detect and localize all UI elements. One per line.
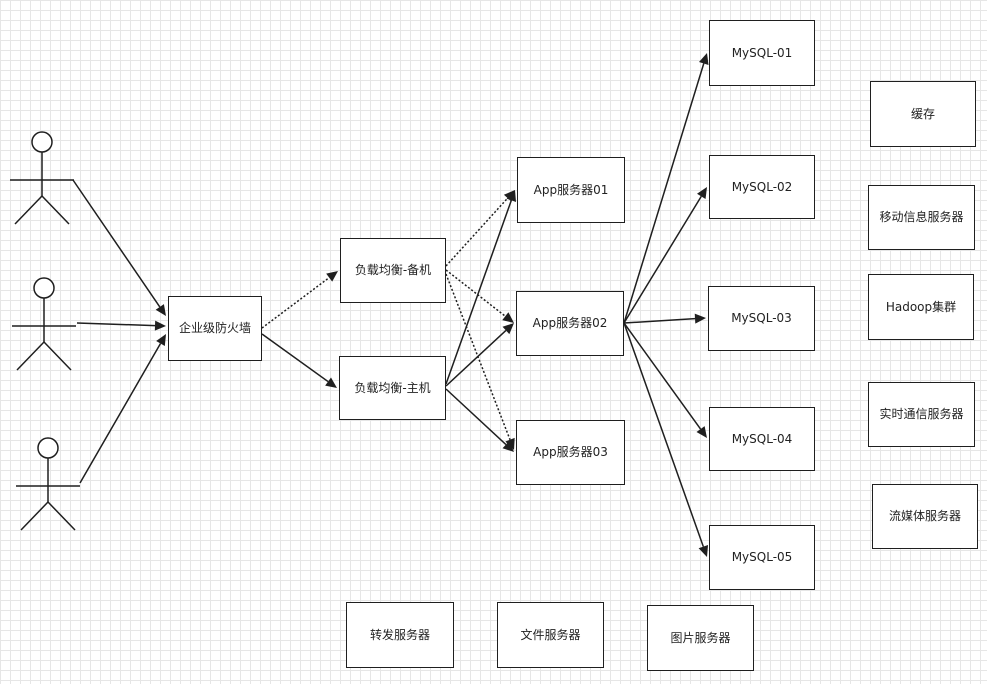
image-server-node[interactable]: 图片服务器 [647, 605, 754, 671]
realtime-comm-server-node[interactable]: 实时通信服务器 [868, 382, 975, 447]
connector-app02-to-mysql03 [623, 313, 706, 324]
app-server-02-label: App服务器02 [532, 316, 608, 331]
connector-lb_main-to-app01 [445, 190, 517, 385]
mysql-03-label: MySQL-03 [731, 311, 792, 326]
arrowhead-icon [156, 334, 166, 347]
mysql-05-label: MySQL-05 [731, 550, 793, 565]
connector-firewall-to-lb_main [261, 333, 337, 388]
arrowhead-icon [325, 377, 337, 388]
image-server-label: 图片服务器 [670, 630, 731, 645]
connector-lb_backup-to-app02 [445, 269, 514, 323]
firewall-node[interactable]: 企业级防火墙 [168, 296, 262, 361]
mobile-message-server-node[interactable]: 移动信息服务器 [868, 185, 975, 250]
arrowhead-icon [502, 440, 514, 452]
mysql-02-node[interactable]: MySQL-02 [709, 155, 815, 219]
arrowhead-icon [698, 544, 709, 557]
app-server-03-label: App服务器03 [533, 445, 608, 460]
connector-user-1-to-firewall [72, 179, 166, 316]
arrowhead-icon [506, 190, 517, 203]
mysql-03-node[interactable]: MySQL-03 [708, 286, 815, 351]
connector-firewall-to-lb_backup [261, 271, 338, 329]
arrowhead-icon [694, 313, 706, 324]
app-server-02-node[interactable]: App服务器02 [516, 291, 624, 356]
stick-figure-icon [16, 437, 80, 531]
firewall-label: 企业级防火墙 [178, 321, 251, 336]
forward-server-node[interactable]: 转发服务器 [346, 602, 454, 668]
load-balancer-backup-node[interactable]: 负载均衡-备机 [340, 238, 446, 303]
connector-user-3-to-firewall [79, 334, 166, 484]
connector-app02-to-mysql04 [623, 322, 707, 438]
hadoop-cluster-label: Hadoop集群 [885, 299, 957, 314]
arrowhead-icon [696, 426, 707, 438]
file-server-label: 文件服务器 [520, 627, 581, 642]
cache-label: 缓存 [910, 106, 935, 121]
mysql-01-node[interactable]: MySQL-01 [709, 20, 815, 86]
mysql-04-node[interactable]: MySQL-04 [709, 407, 815, 471]
streaming-server-label: 流媒体服务器 [888, 509, 961, 524]
stick-figure-icon [12, 277, 76, 371]
app-server-03-node[interactable]: App服务器03 [516, 420, 625, 485]
arrowhead-icon [155, 304, 166, 316]
load-balancer-main-node[interactable]: 负载均衡-主机 [339, 356, 446, 420]
app-server-01-node[interactable]: App服务器01 [517, 157, 625, 223]
arrowhead-icon [502, 323, 514, 335]
cache-node[interactable]: 缓存 [870, 81, 976, 147]
arrowhead-icon [154, 320, 166, 331]
connector-user-2-to-firewall [76, 320, 166, 331]
mysql-05-node[interactable]: MySQL-05 [709, 525, 815, 590]
hadoop-cluster-node[interactable]: Hadoop集群 [868, 274, 974, 340]
arrowhead-icon [698, 53, 709, 65]
app-server-01-label: App服务器01 [533, 182, 609, 197]
connector-lb_backup-to-app01 [445, 190, 515, 267]
streaming-server-node[interactable]: 流媒体服务器 [872, 484, 978, 549]
realtime-comm-server-label: 实时通信服务器 [879, 407, 964, 422]
arrowhead-icon [502, 312, 514, 323]
load-balancer-main-label: 负载均衡-主机 [354, 380, 431, 395]
file-server-node[interactable]: 文件服务器 [497, 602, 604, 668]
connector-lb_main-to-app02 [445, 323, 514, 387]
connector-app02-to-mysql05 [623, 322, 709, 557]
stick-figure-icon [10, 131, 74, 225]
mysql-04-label: MySQL-04 [731, 431, 793, 446]
connector-lb_backup-to-app03 [445, 273, 515, 450]
arrowhead-icon [326, 271, 338, 282]
arrowhead-icon [697, 187, 707, 199]
forward-server-label: 转发服务器 [369, 627, 430, 642]
mysql-02-label: MySQL-02 [731, 179, 793, 194]
connector-lb_main-to-app03 [445, 388, 514, 452]
load-balancer-backup-label: 负载均衡-备机 [354, 263, 432, 278]
connector-app02-to-mysql01 [623, 53, 709, 324]
connector-app02-to-mysql02 [623, 187, 707, 324]
mysql-01-label: MySQL-01 [731, 45, 793, 60]
mobile-message-server-label: 移动信息服务器 [879, 210, 964, 225]
